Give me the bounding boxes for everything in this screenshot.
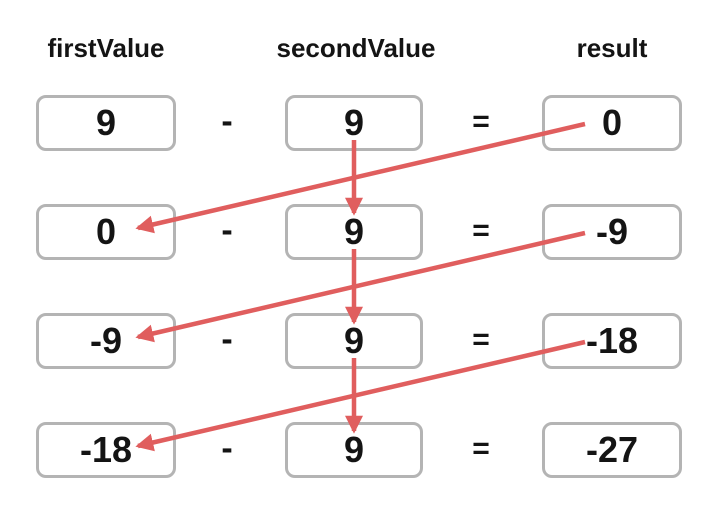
result-box-row4: -27	[542, 422, 682, 478]
firstvalue-box-row4: -18	[36, 422, 176, 478]
secondvalue-box-row4: 9	[285, 422, 423, 478]
result-box-row2: -9	[542, 204, 682, 260]
minus-operator-row4: -	[221, 429, 233, 468]
equals-operator-row1: =	[472, 104, 490, 138]
firstvalue-box-row2: 0	[36, 204, 176, 260]
column-header-result: result	[576, 33, 648, 63]
secondvalue-box-row1: 9	[285, 95, 423, 151]
secondvalue-box-row2: 9	[285, 204, 423, 260]
result-box-row3: -18	[542, 313, 682, 369]
minus-operator-row3: -	[221, 320, 233, 359]
result-box-row1: 0	[542, 95, 682, 151]
secondvalue-box-row3: 9	[285, 313, 423, 369]
column-header-firstvalue: firstValue	[47, 33, 165, 63]
firstvalue-box-row3: -9	[36, 313, 176, 369]
column-header-secondvalue: secondValue	[276, 33, 436, 63]
minus-operator-row2: -	[221, 211, 233, 250]
equals-operator-row3: =	[472, 322, 490, 356]
equals-operator-row2: =	[472, 213, 490, 247]
equals-operator-row4: =	[472, 431, 490, 465]
firstvalue-box-row1: 9	[36, 95, 176, 151]
minus-operator-row1: -	[221, 102, 233, 141]
